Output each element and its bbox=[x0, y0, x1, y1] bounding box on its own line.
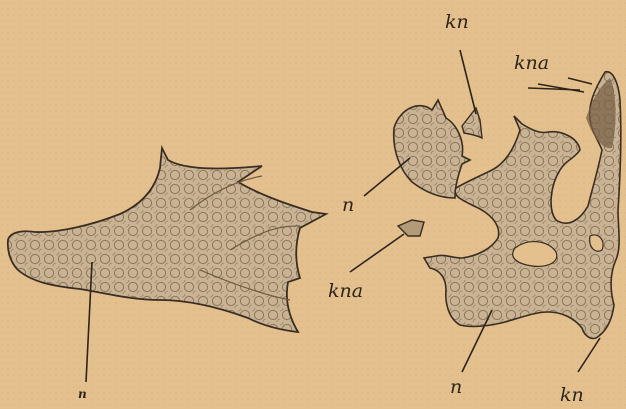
label-n-bottom: n bbox=[450, 378, 462, 397]
label-n-left-bottom: n bbox=[78, 388, 87, 400]
label-n-mid: n bbox=[342, 196, 354, 215]
label-kna-top: kna bbox=[514, 54, 549, 73]
label-kn-top: kn bbox=[445, 13, 469, 32]
label-kn-bottom: kn bbox=[560, 386, 584, 405]
label-kna-left: kna bbox=[328, 282, 363, 301]
